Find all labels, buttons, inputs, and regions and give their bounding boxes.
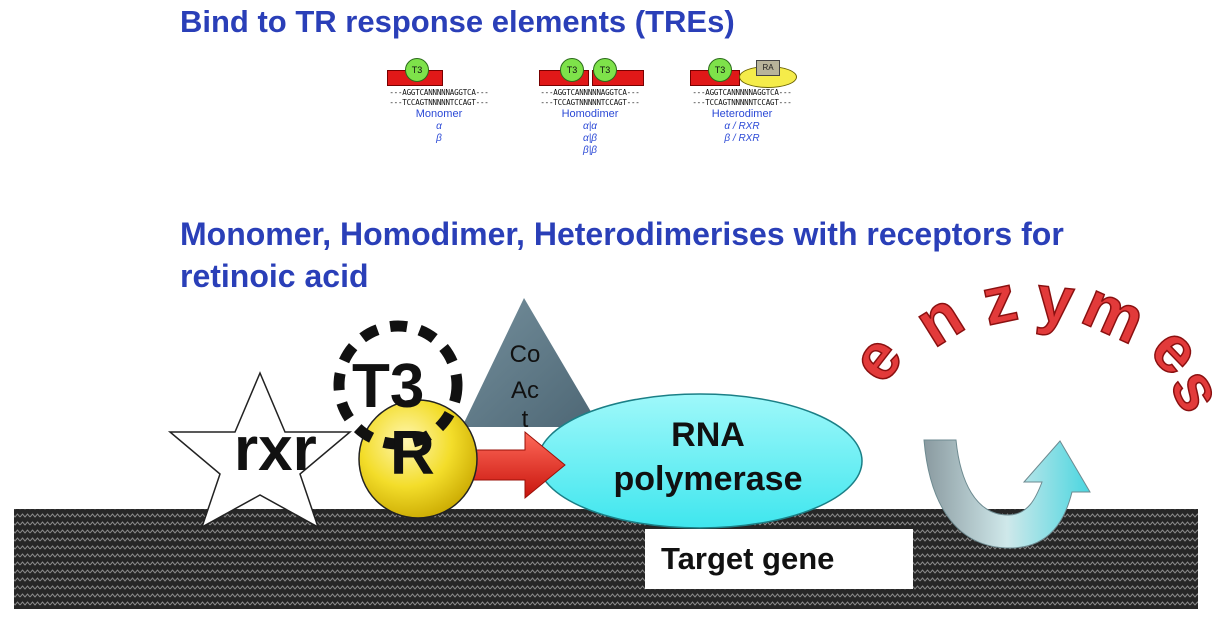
t3-ball: T3 — [560, 58, 584, 82]
coactivator-line: t — [521, 406, 529, 433]
rna-polymerase-line: RNA — [671, 416, 745, 454]
rxr-label: rxr — [234, 415, 317, 484]
enzymes-letter: z — [975, 260, 1023, 339]
t3-ball: T3 — [405, 58, 429, 82]
coactivator-line: Ac — [510, 377, 539, 404]
rna-polymerase-line: polymerase — [613, 460, 803, 498]
coactivator-triangle — [462, 298, 600, 427]
title: Bind to TR response elements (TREs) — [180, 4, 735, 39]
sequence-bottom: ---TCCAGTNNNNNTCCAGT--- — [540, 98, 640, 107]
sequence-top: ---AGGTCANNNNNAGGTCA--- — [389, 88, 489, 97]
subtitle: Monomer, Homodimer, Heterodimerises with… — [180, 216, 1064, 294]
t3-dashed-circle — [333, 320, 463, 450]
enzymes-letter: y — [1033, 260, 1078, 337]
subtype: β / RXR — [724, 133, 760, 144]
subtype: α — [436, 121, 442, 132]
subtype: β|β — [582, 145, 598, 156]
ra-ligand-box: RA — [756, 60, 780, 76]
target-gene-label: Target gene — [661, 541, 835, 576]
enzymes-letter: n — [902, 276, 975, 360]
sequence-top: ---AGGTCANNNNNAGGTCA--- — [540, 88, 640, 97]
subtype: β — [436, 133, 442, 144]
target-gene-box — [645, 529, 913, 589]
subtype: α|α — [582, 121, 597, 132]
enzymes-letter: e — [835, 321, 916, 395]
panel-caption: Monomer — [415, 108, 463, 120]
receptor-label: R — [390, 419, 435, 488]
red-arrow — [471, 430, 566, 500]
panel-caption: Heterodimer — [711, 108, 773, 120]
sequence-top: ---AGGTCANNNNNAGGTCA--- — [692, 88, 792, 97]
rna-polymerase-label: RNA polymerase — [588, 413, 828, 501]
sequence-bottom: ---TCCAGTNNNNNTCCAGT--- — [389, 98, 489, 107]
receptor-circle — [358, 399, 478, 519]
subtype: α / RXR — [724, 121, 760, 132]
t3-ball: T3 — [708, 58, 732, 82]
u-turn-arrow — [923, 439, 1091, 549]
coactivator-line: Co — [509, 341, 541, 368]
panel-caption: Homodimer — [561, 108, 619, 120]
t3-ball: T3 — [593, 58, 617, 82]
coactivator-label: Co Ac t — [506, 337, 544, 433]
rxr-star — [167, 371, 353, 529]
enzymes-letter: m — [1072, 266, 1156, 357]
subtype: α|β — [582, 133, 597, 144]
sequence-bottom: ---TCCAGTNNNNNTCCAGT--- — [692, 98, 792, 107]
t3-label: T3 — [352, 352, 425, 421]
